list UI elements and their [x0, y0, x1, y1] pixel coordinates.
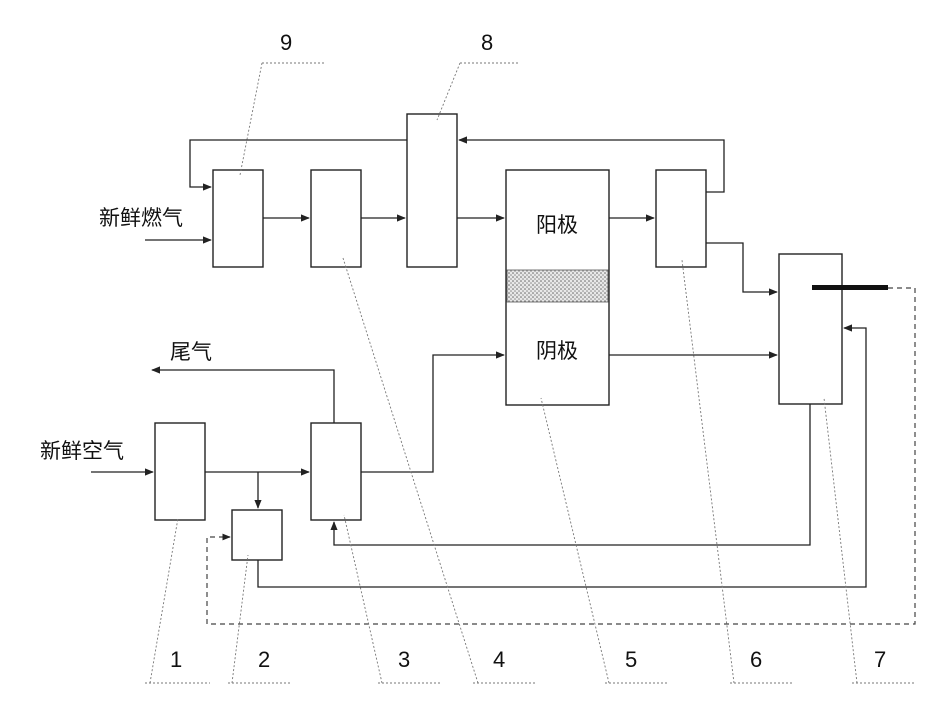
electrolyte-layer	[507, 270, 608, 302]
callout-8: 8	[437, 30, 518, 120]
box-9	[213, 170, 263, 267]
box-4	[311, 170, 361, 267]
svg-text:9: 9	[280, 30, 292, 55]
callout-9: 9	[240, 30, 325, 175]
svg-text:3: 3	[398, 647, 410, 672]
fresh-air-label: 新鲜空气	[40, 439, 124, 463]
callout-6: 6	[682, 260, 794, 683]
cathode-label: 阴极	[536, 339, 578, 363]
flow-6-to-7	[706, 243, 777, 292]
box-7	[779, 254, 842, 404]
box-6	[656, 170, 706, 267]
svg-text:8: 8	[481, 30, 493, 55]
box-3	[311, 423, 361, 520]
exhaust-arrow	[152, 370, 334, 423]
box-1	[155, 423, 205, 520]
anode-label: 阳极	[536, 213, 578, 237]
callout-1: 1	[145, 518, 210, 683]
callout-7: 7	[824, 398, 916, 683]
svg-text:6: 6	[750, 647, 762, 672]
callout-2: 2	[228, 555, 292, 683]
box-2	[232, 510, 282, 560]
flow-3-to-cathode	[361, 355, 504, 472]
exhaust-label: 尾气	[170, 340, 212, 364]
svg-text:2: 2	[258, 647, 270, 672]
box-8	[407, 114, 457, 267]
flow-7-to-3	[334, 404, 810, 545]
svg-text:7: 7	[874, 647, 886, 672]
fuel-cell-box-5: 阳极 阴极	[506, 170, 609, 405]
svg-text:1: 1	[170, 647, 182, 672]
svg-text:5: 5	[625, 647, 637, 672]
callout-5: 5	[541, 398, 669, 683]
callout-3: 3	[344, 515, 442, 683]
svg-text:4: 4	[493, 647, 505, 672]
heating-element	[812, 285, 888, 290]
fresh-fuel-label: 新鲜燃气	[99, 206, 183, 230]
